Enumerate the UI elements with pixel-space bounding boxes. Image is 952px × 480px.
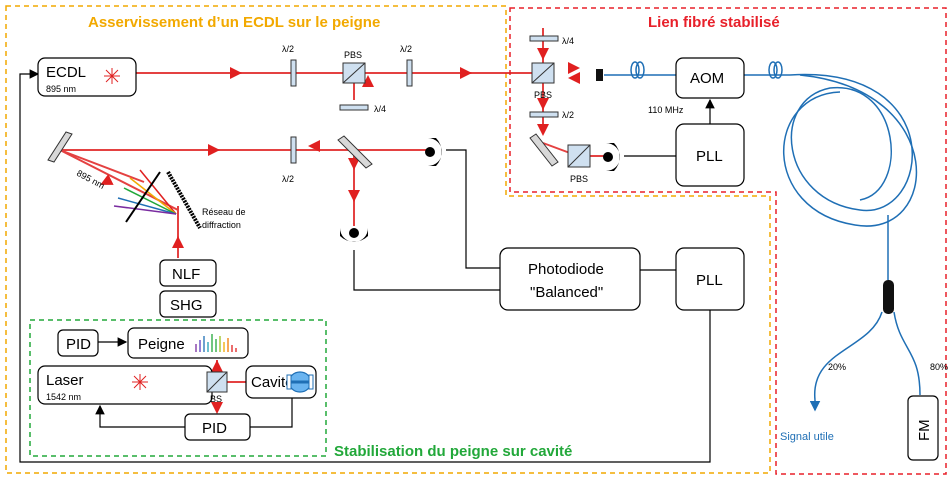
diffraction-fan: [113, 169, 177, 215]
fiber-connector: [596, 69, 603, 81]
title-ecdl-lock: Asservissement d’un ECDL sur le peigne: [88, 14, 380, 31]
fm-box: FM: [907, 395, 939, 461]
waveplates: [290, 35, 559, 164]
aom-label: AOM: [690, 70, 724, 87]
title-comb-lock: Stabilisation du peigne sur cavité: [334, 443, 572, 460]
shg-box: SHG: [159, 290, 217, 318]
ecdl-wavelength: 895 nm: [46, 84, 76, 94]
laser-box: Laser 1542 nm: [37, 365, 213, 405]
fiber-coupler: [883, 280, 894, 314]
cavity-icon: [286, 371, 314, 393]
beam-arrows: [100, 48, 580, 414]
ecdl-box: ECDL 895 nm: [37, 57, 137, 97]
label-signal-utile: Signal utile: [780, 431, 834, 443]
pll-mid-box: PLL: [675, 247, 745, 311]
aom-frequency: 110 MHz: [648, 105, 684, 115]
laser-star-icon: [132, 374, 148, 390]
photodiode-label-2: "Balanced": [530, 284, 603, 301]
label-quarter-wave-1: λ/4: [374, 104, 386, 114]
frame-fiber-link: [509, 7, 947, 475]
pll-top-box: PLL: [675, 123, 745, 187]
pid-bottom-box: PID: [184, 413, 251, 441]
nlf-box: NLF: [159, 259, 217, 287]
label-pbs-2: PBS: [534, 90, 552, 100]
peigne-label: Peigne: [138, 336, 185, 353]
pid-top-label: PID: [66, 336, 91, 353]
fiber-path: [604, 73, 921, 412]
photodiode-label-1: Photodiode: [528, 261, 604, 278]
frame-ecdl-lock: [5, 5, 771, 474]
cavite-label: Cavité: [251, 374, 294, 391]
laser-wavelength: 1542 nm: [46, 392, 81, 402]
grating: [125, 171, 202, 229]
photodetectors: [340, 138, 620, 242]
pll-mid-label: PLL: [696, 272, 723, 289]
ecdl-label: ECDL: [46, 64, 86, 81]
label-pbs-1: PBS: [344, 50, 362, 60]
beam-splitter-cubes: [206, 62, 591, 393]
electrical-wires: [19, 69, 715, 463]
comb-spectrum-icon: [195, 334, 237, 352]
title-fiber-link: Lien fibré stabilisé: [648, 14, 780, 31]
mirrors: [47, 131, 559, 169]
pid-bottom-label: PID: [202, 420, 227, 437]
fiber-coil-right: [768, 61, 783, 79]
fiber-coil-left: [630, 61, 645, 79]
label-half-wave-3: λ/2: [282, 174, 294, 184]
laser-star-icon: [104, 68, 120, 84]
label-quarter-wave-2: λ/4: [562, 36, 574, 46]
photodiode-box: Photodiode "Balanced": [499, 247, 641, 311]
shg-label: SHG: [170, 297, 203, 314]
peigne-box: Peigne: [127, 327, 249, 359]
aom-box: AOM: [675, 57, 745, 99]
label-half-wave-4: λ/2: [562, 110, 574, 120]
label-half-wave-2: λ/2: [400, 44, 412, 54]
nlf-label: NLF: [172, 266, 200, 283]
label-split-left: 20%: [828, 362, 846, 372]
label-grating-1: Réseau de: [202, 207, 246, 217]
laser-label: Laser: [46, 372, 84, 389]
frame-comb-lock: [29, 319, 327, 457]
label-pbs-3: PBS: [570, 174, 588, 184]
pll-top-label: PLL: [696, 148, 723, 165]
label-half-wave-1: λ/2: [282, 44, 294, 54]
pid-top-box: PID: [57, 329, 99, 357]
label-grating-2: diffraction: [202, 220, 241, 230]
cavite-box: Cavité: [245, 365, 317, 399]
label-split-right: 80%: [930, 362, 948, 372]
label-bs: BS: [210, 394, 222, 404]
fm-label: FM: [916, 419, 933, 441]
